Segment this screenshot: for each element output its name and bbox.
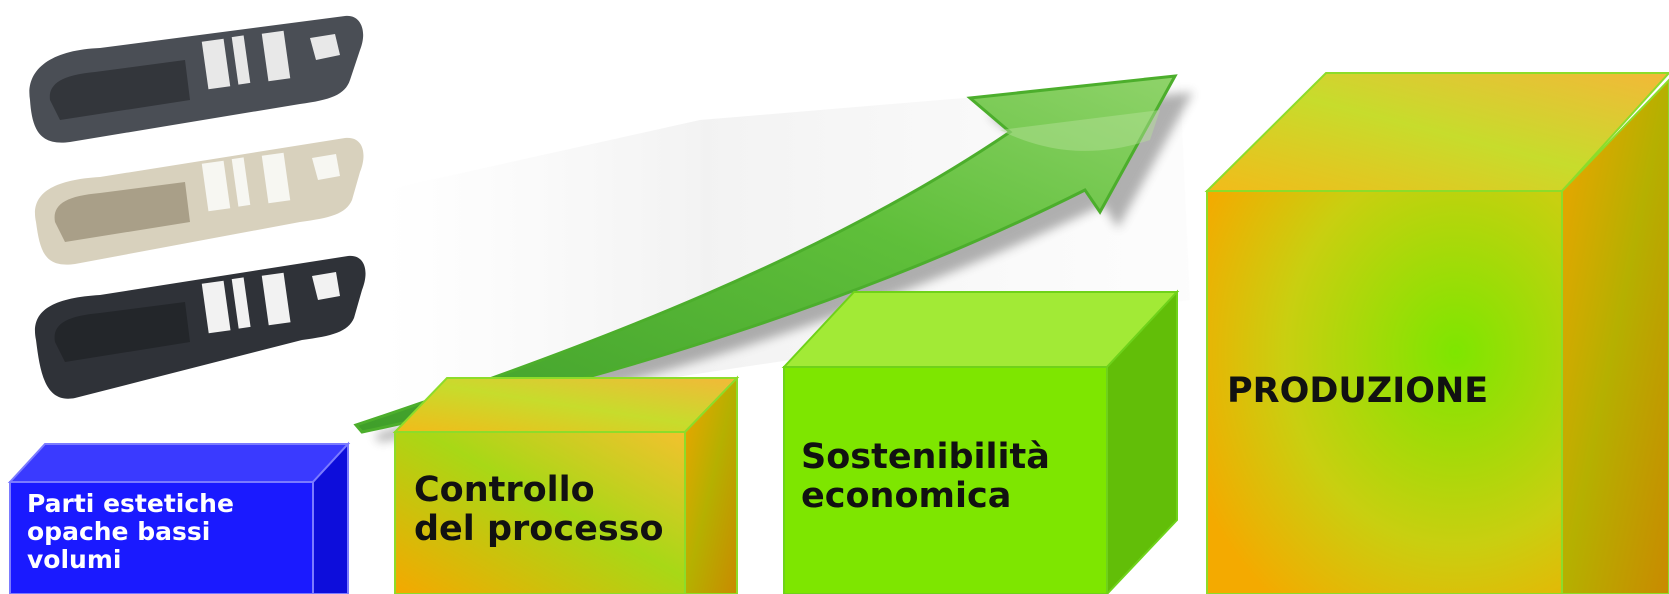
growth-arrow-shape [353,74,1178,434]
door-panel-dark-grey [29,15,364,143]
box-parti-estetiche-front [9,481,314,594]
box-sostenibilita [781,289,1180,594]
door-panels-image [29,15,366,399]
door-panel-black [34,255,366,399]
box-controllo-processo [392,375,740,594]
box-parti-estetiche-top [7,443,351,483]
box-controllo-front [394,431,686,594]
box-produzione-front [1206,190,1563,594]
box-controllo-top [392,377,740,433]
box-sostenibilita-front [783,366,1108,594]
box-parti-estetiche [7,441,351,594]
label-controllo-processo: Controllo del processo [414,470,664,550]
label-sostenibilita-economica: Sostenibilità economica [801,437,1050,517]
label-produzione: PRODUZIONE [1227,371,1489,411]
door-panel-beige [34,137,364,265]
box-produzione [1204,72,1669,594]
label-parti-estetiche: Parti estetiche opache bassi volumi [27,489,234,574]
growth-arrow [353,74,1193,442]
